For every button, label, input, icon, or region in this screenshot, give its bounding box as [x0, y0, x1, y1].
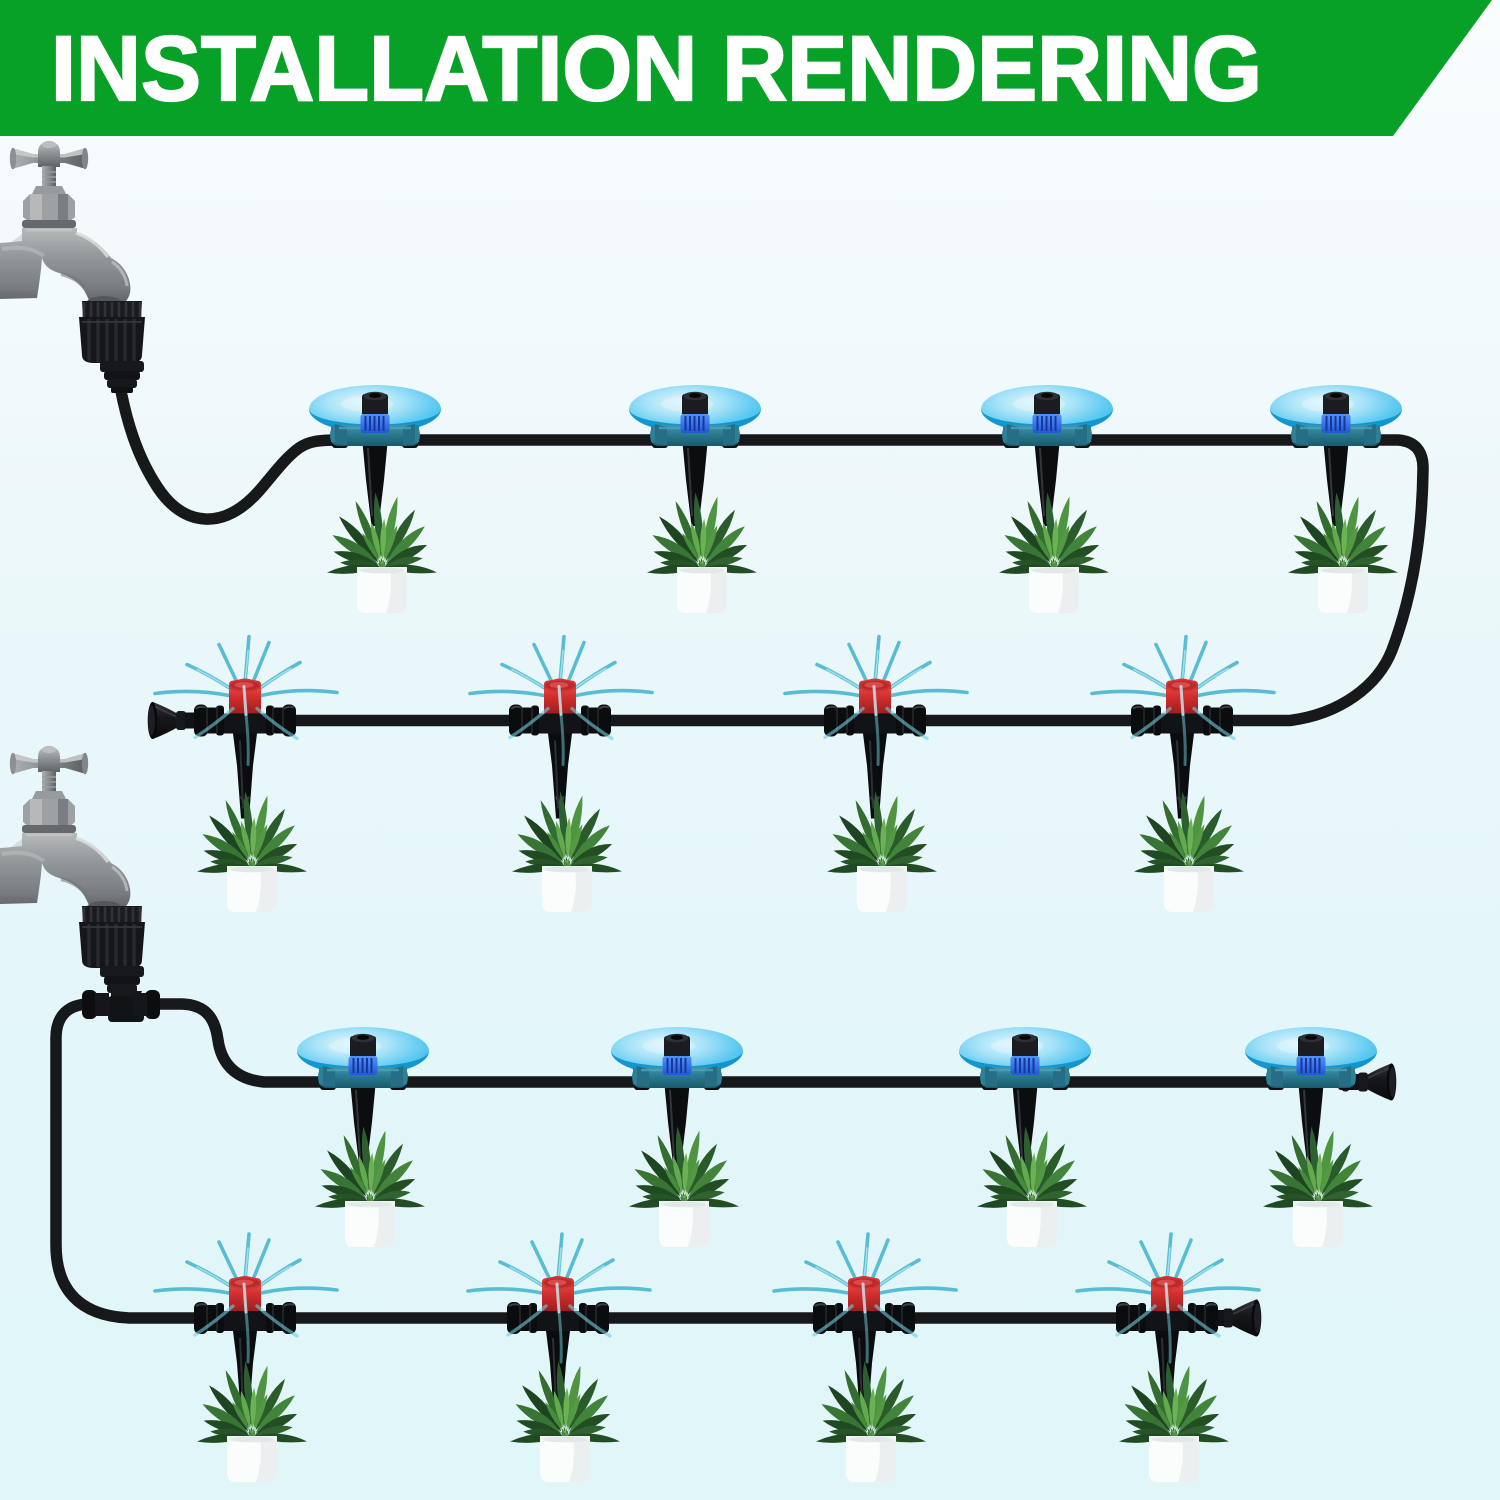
- svg-text:INSTALLATION RENDERING: INSTALLATION RENDERING: [51, 18, 1262, 120]
